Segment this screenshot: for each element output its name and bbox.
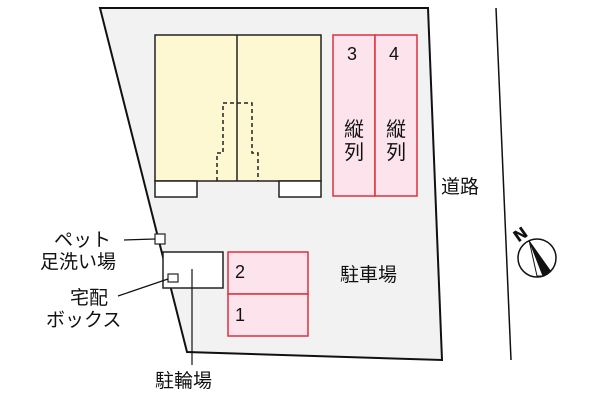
parking-number-2: 2	[235, 262, 246, 282]
parking-space-1	[227, 293, 309, 337]
parking-space-3	[332, 34, 376, 197]
step-right	[278, 180, 322, 198]
parking-number-1: 1	[235, 305, 246, 325]
step-left	[154, 180, 198, 198]
road-label: 道路	[441, 176, 480, 198]
entrance-outline	[216, 102, 259, 181]
parking-lot-label: 駐車場	[340, 264, 398, 286]
pet-wash-station	[154, 233, 166, 245]
bicycle-parking-area	[162, 251, 224, 289]
delivery-box-label-2: ボックス	[46, 309, 122, 331]
compass-icon	[517, 238, 557, 278]
pet-wash-label-1: ペット	[54, 229, 112, 251]
parking-number-4: 4	[389, 44, 400, 64]
parking-space-4	[374, 34, 418, 197]
delivery-box	[167, 273, 179, 283]
parking-label-4: 縦列	[386, 117, 406, 164]
building	[154, 34, 322, 182]
bicycle-parking-label: 駐輪場	[155, 370, 213, 392]
delivery-box-label-1: 宅配	[70, 287, 109, 309]
pet-wash-label-2: 足洗い場	[40, 251, 117, 273]
road-edge	[495, 7, 512, 361]
parking-number-3: 3	[347, 44, 358, 64]
parking-label-3: 縦列	[344, 117, 364, 164]
